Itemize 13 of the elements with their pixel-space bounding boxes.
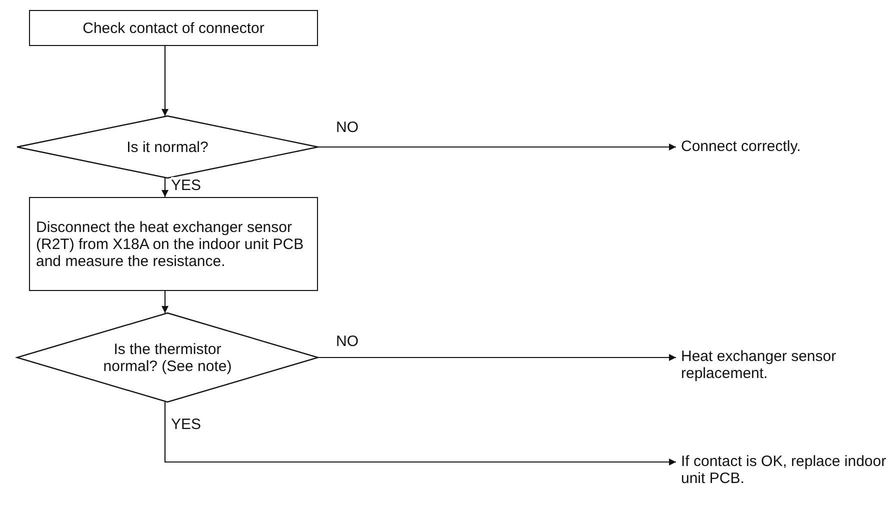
question-text: Is it normal? [126,138,208,156]
result-text: Connect correctly. [676,138,881,155]
process-box: Check contact of connector [29,10,318,46]
arrow [318,144,676,150]
arrow [162,178,168,197]
process-box: Disconnect the heat exchanger sensor (R2T) from X18A on the indoor unit PCB and measure the resistance. [29,197,318,291]
arrow [162,46,168,116]
result-text: Heat exchanger sensor replacement. [676,348,891,382]
arrow [318,354,676,361]
arrow [162,291,168,313]
question-text: Is the thermistor normal? (See note) [102,340,232,374]
result-text: If contact is OK, replace indoor unit PCB. [676,453,891,487]
arrow [164,402,676,466]
